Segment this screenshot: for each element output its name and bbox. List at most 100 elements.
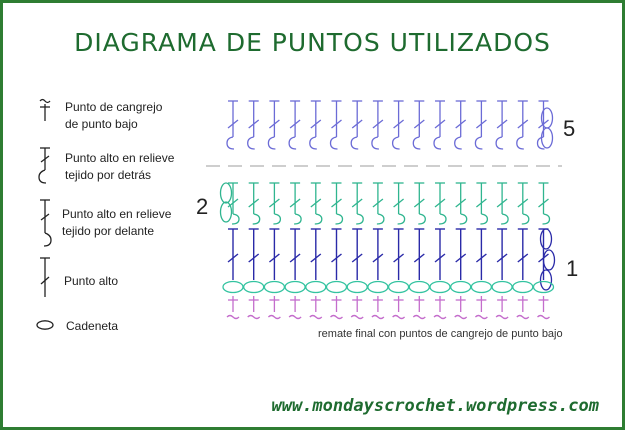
turning-chain-row2	[219, 201, 233, 223]
back-post-dc-stitch	[516, 100, 529, 150]
crab-stitch	[412, 296, 426, 320]
legend-label: Punto alto en relieve	[62, 207, 172, 221]
legend-item-front-post-dc: Punto alto en relieve tejido por delante	[62, 206, 171, 240]
chain-icon	[36, 320, 54, 330]
row-number-5: 5	[563, 116, 576, 141]
chain-stitch	[532, 280, 555, 294]
double-crochet-stitch	[393, 228, 405, 280]
chain-stitch	[305, 280, 327, 294]
front-post-dc-stitch	[289, 182, 302, 225]
turning-chain-row5	[540, 127, 554, 149]
crab-stitch	[537, 296, 550, 320]
crab-stitch	[350, 296, 364, 320]
front-post-dc-stitch	[268, 182, 282, 225]
turning-chain-row1	[539, 269, 553, 291]
caption: remate final con puntos de cangrejo de p…	[318, 328, 563, 340]
legend-label: Punto alto	[64, 274, 119, 288]
back-post-dc-stitch	[226, 100, 239, 150]
back-post-dc-stitch	[371, 100, 384, 150]
crab-stitch	[267, 296, 281, 320]
double-crochet-stitch	[372, 228, 384, 280]
crab-stitch	[288, 296, 302, 320]
double-crochet-stitch	[413, 228, 425, 280]
front-post-dc-stitch	[496, 182, 509, 225]
crab-stitch	[516, 296, 530, 320]
crab-stitch	[309, 296, 323, 320]
back-post-dc-stitch	[267, 100, 280, 150]
double-crochet-stitch	[434, 228, 446, 280]
crab-stitch	[495, 296, 509, 320]
chain-stitch	[346, 280, 368, 294]
front-post-dc-icon	[40, 199, 52, 247]
legend-item-double-crochet: Punto alto	[64, 273, 118, 290]
front-post-dc-stitch	[351, 182, 364, 225]
legend-item-back-post-dc: Punto alto en relieve tejido por detrás	[65, 150, 174, 184]
crab-stitch	[247, 296, 261, 320]
crab-stitch-icon	[39, 98, 51, 121]
back-post-dc-icon	[38, 147, 50, 184]
finishing-crab-row	[226, 296, 550, 320]
double-crochet-stitch	[227, 228, 239, 280]
chain-stitch	[429, 280, 451, 294]
double-crochet-stitch	[268, 228, 280, 280]
double-crochet-stitch	[331, 228, 342, 280]
legend-label: Cadeneta	[66, 319, 119, 333]
page-title: DIAGRAMA DE PUNTOS UTILIZADOS	[74, 28, 551, 57]
double-crochet-stitch	[517, 228, 529, 280]
chain-stitch	[470, 280, 493, 294]
back-post-dc-stitch	[412, 100, 425, 150]
front-post-dc-stitch	[517, 182, 530, 225]
double-crochet-stitch	[289, 228, 301, 280]
double-crochet-stitch	[310, 228, 322, 280]
chain-stitch	[491, 280, 513, 294]
row-1-double-crochets	[227, 228, 556, 291]
double-crochet-stitch	[351, 228, 363, 280]
back-post-dc-stitch	[329, 100, 342, 150]
double-crochet-icon	[40, 257, 50, 297]
double-crochet-stitch	[496, 228, 508, 280]
legend-item-crab-stitch: Punto de cangrejo de punto bajo	[65, 99, 162, 133]
legend-label: tejido por detrás	[65, 168, 152, 182]
double-crochet-stitch	[475, 228, 487, 280]
turning-chain-row1	[539, 228, 553, 250]
crab-stitch	[433, 296, 447, 320]
chain-stitch	[512, 280, 534, 294]
chain-stitch	[222, 280, 244, 294]
turning-chain-row2	[219, 182, 233, 204]
crab-stitch	[226, 296, 240, 320]
back-post-dc-stitch	[433, 100, 446, 150]
front-post-dc-stitch	[538, 182, 551, 225]
footer-url: www.mondayscrochet.wordpress.com	[271, 396, 599, 416]
crab-stitch	[392, 296, 406, 320]
back-post-dc-stitch	[391, 100, 405, 150]
legend-label: Punto de cangrejo	[65, 100, 163, 114]
row-2-front-post-stitches	[219, 182, 551, 225]
legend-item-chain: Cadeneta	[66, 318, 118, 335]
back-post-dc-stitch	[350, 100, 363, 150]
row-5-crab-stitches	[226, 100, 554, 150]
legend-label: Punto alto en relieve	[65, 151, 175, 165]
front-post-dc-stitch	[248, 182, 261, 225]
double-crochet-stitch	[455, 228, 467, 280]
legend-label: tejido por delante	[62, 224, 155, 238]
front-post-dc-stitch	[434, 182, 447, 225]
chain-stitch	[408, 280, 430, 294]
back-post-dc-stitch	[474, 100, 487, 150]
chain-stitch	[243, 280, 265, 294]
row-number-2: 2	[196, 194, 209, 219]
legend-label: de punto bajo	[65, 117, 138, 131]
back-post-dc-stitch	[247, 100, 260, 150]
front-post-dc-stitch	[372, 182, 385, 225]
chain-stitch	[367, 280, 389, 294]
front-post-dc-stitch	[331, 182, 344, 225]
foundation-chain-row	[222, 280, 555, 294]
crab-stitch	[454, 296, 468, 320]
back-post-dc-stitch	[309, 100, 322, 150]
front-post-dc-stitch	[310, 182, 323, 225]
chain-stitch	[263, 280, 286, 294]
crab-stitch	[371, 296, 385, 320]
front-post-dc-stitch	[393, 182, 406, 225]
row-number-1: 1	[566, 256, 579, 281]
